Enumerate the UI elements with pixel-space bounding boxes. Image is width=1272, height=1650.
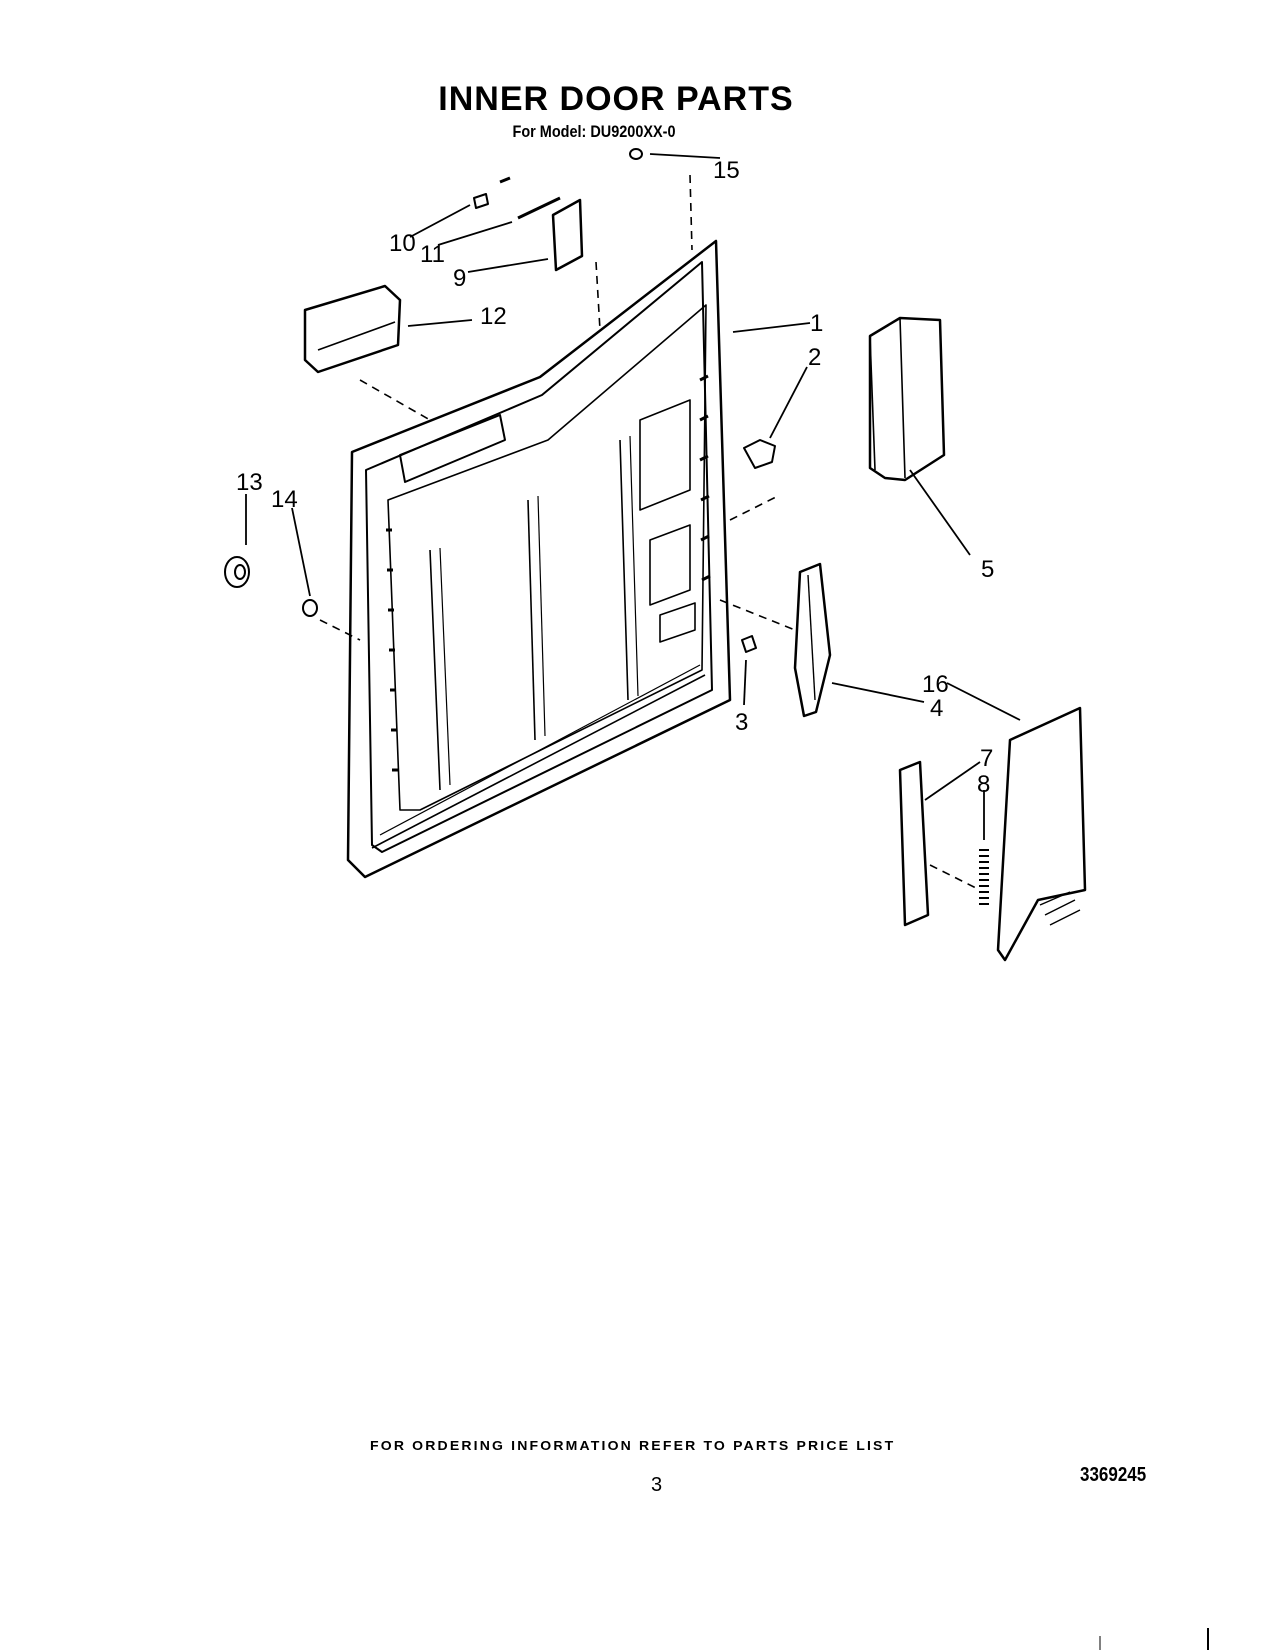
callout-15: 15 [713,157,740,184]
callout-7: 7 [980,745,993,772]
callout-10: 10 [389,230,416,257]
part-7-plate [898,760,930,927]
document-number: 3369245 [1080,1464,1147,1486]
callout-12: 12 [480,303,507,330]
part-2-bolt [743,439,776,469]
callout-11: 11 [420,241,445,268]
part-3-clip [741,635,757,653]
part-12-handle [303,284,402,374]
callout-5: 5 [981,556,994,583]
callout-1: 1 [810,310,823,337]
part-11-rod [517,196,561,220]
callout-14: 14 [271,486,298,513]
model-subtitle: For Model: DU9200XX-0 [512,122,676,141]
callout-16: 16 [922,671,949,698]
callout-9: 9 [453,265,466,292]
callout-8: 8 [977,771,990,798]
page-title: INNER DOOR PARTS [438,80,794,118]
part-10-screw [473,193,489,209]
page-number: 3 [651,1474,663,1496]
part-4-latch [793,562,832,718]
callout-3: 3 [735,709,748,736]
inner-door-panel [346,239,732,879]
part-8-spring [979,849,989,905]
part-15-screw [629,148,643,160]
part-9-vent [551,198,584,272]
part-14-washer [302,599,318,617]
part-13-knob [224,556,250,588]
callout-4: 4 [930,695,943,722]
ordering-note: FOR ORDERING INFORMATION REFER TO PARTS … [370,1438,896,1453]
callout-2: 2 [808,344,821,371]
part-16-cover [996,706,1087,962]
callout-13: 13 [236,469,263,496]
part-5-module [868,316,946,482]
